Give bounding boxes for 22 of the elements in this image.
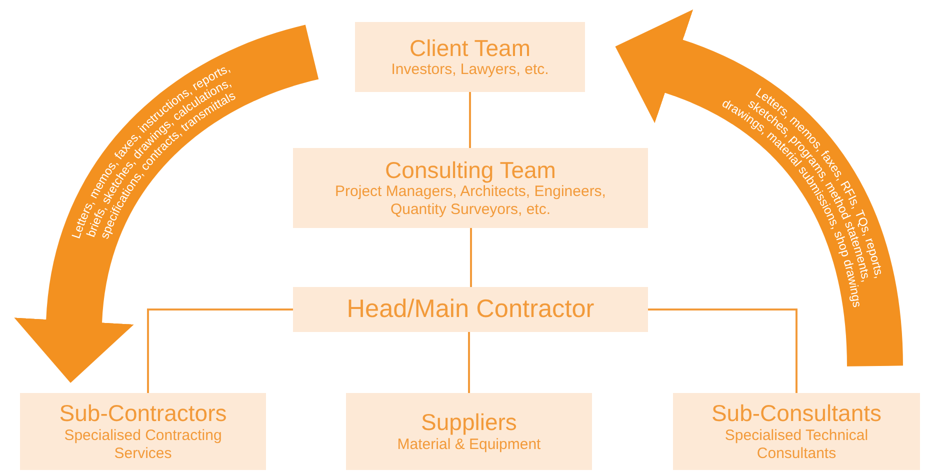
process-box	[673, 393, 920, 470]
box-subtitle: Project Managers, Architects, Engineers, Quantity Surveyors, etc.	[334, 183, 607, 220]
box-subtitle: Investors, Lawyers, etc.	[391, 61, 549, 80]
box-title: Sub-Contractors	[59, 400, 227, 427]
connector-line	[470, 228, 472, 287]
box-title: Client Team	[409, 34, 531, 62]
connector-line	[648, 308, 798, 393]
connector-line	[468, 332, 470, 393]
box-subtitle: Specialised Contracting Services	[63, 426, 223, 463]
box-title: Consulting Team	[385, 156, 556, 184]
process-box	[355, 22, 585, 92]
process-box	[20, 393, 266, 470]
box-title: Suppliers	[421, 409, 517, 436]
process-box	[293, 148, 648, 228]
connector-line	[469, 92, 471, 148]
connector-line	[147, 308, 293, 393]
box-subtitle: Material & Equipment	[397, 436, 541, 454]
process-box	[346, 393, 592, 470]
box-subtitle: Specialised Technical Consultants	[724, 426, 870, 463]
box-title: Head/Main Contractor	[346, 294, 594, 324]
box-title: Sub-Consultants	[711, 400, 882, 427]
process-box	[293, 287, 648, 332]
